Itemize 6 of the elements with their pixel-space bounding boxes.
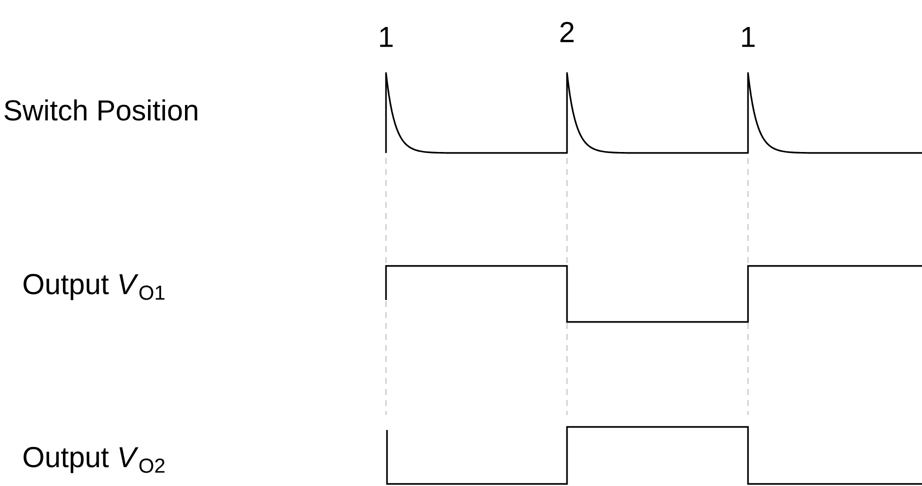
position-number: 1 — [742, 27, 755, 47]
row-label: Switch Position — [4, 99, 198, 121]
position-number: 1 — [380, 27, 393, 47]
position-number: 2 — [560, 22, 574, 42]
row-label: Output V$_{O1}$ — [24, 274, 164, 300]
row-label: Output V$_{O2}$ — [24, 446, 164, 474]
